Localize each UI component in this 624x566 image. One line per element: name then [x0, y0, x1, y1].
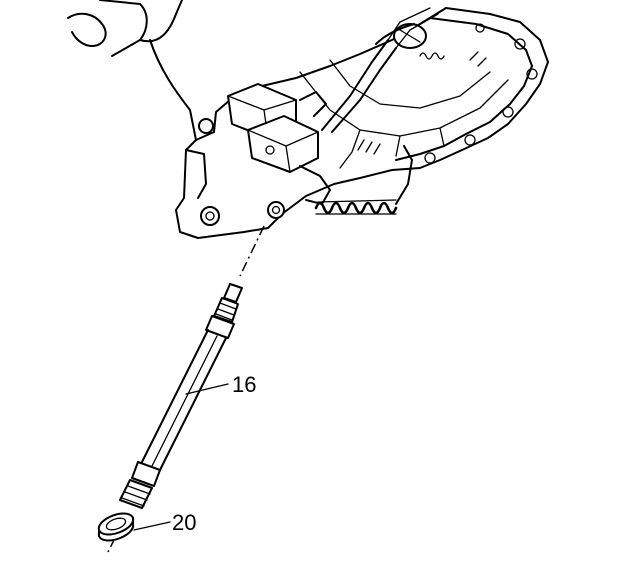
callout-16-label: 16: [232, 372, 256, 397]
housing-upper-edge: [99, 0, 148, 57]
flange-bolt-boss-right: [267, 201, 285, 219]
gasket-bolt-hole: [475, 23, 485, 33]
gasket-flange-outer: [391, 7, 549, 171]
transmission-housing: [67, 0, 549, 239]
seal-inner-lip: [105, 517, 127, 531]
callout-20-leader: [133, 521, 171, 531]
part-16-rod: [119, 283, 243, 509]
rod-lower-threaded-end: [119, 479, 153, 509]
rod-lower-collar: [131, 461, 161, 487]
coil-spring: [314, 199, 398, 215]
gasket-bolt-hole: [502, 106, 514, 118]
background-bolt-outline: [67, 12, 107, 47]
gasket-bolt-hole: [514, 38, 526, 50]
detent-lever-housing: [247, 115, 319, 173]
flange-bolt-boss-top: [198, 118, 214, 134]
gasket-bolt-hole: [526, 68, 538, 80]
callout-20-label: 20: [172, 510, 196, 535]
manual-valve-link: [299, 165, 331, 205]
callout-16-leader: [185, 383, 229, 395]
rod-tip: [223, 283, 243, 303]
throttle-cable: [321, 39, 389, 131]
gasket-flange-inner: [395, 17, 533, 161]
assembly-centerline-upper: [239, 225, 265, 277]
return-spring: [419, 52, 445, 60]
part-20-seal: [97, 512, 135, 542]
flange-bolt-boss-left: [200, 206, 220, 226]
rod-collar: [205, 315, 235, 339]
gasket-bolt-hole: [464, 134, 476, 146]
gasket-bolt-hole: [424, 152, 436, 164]
